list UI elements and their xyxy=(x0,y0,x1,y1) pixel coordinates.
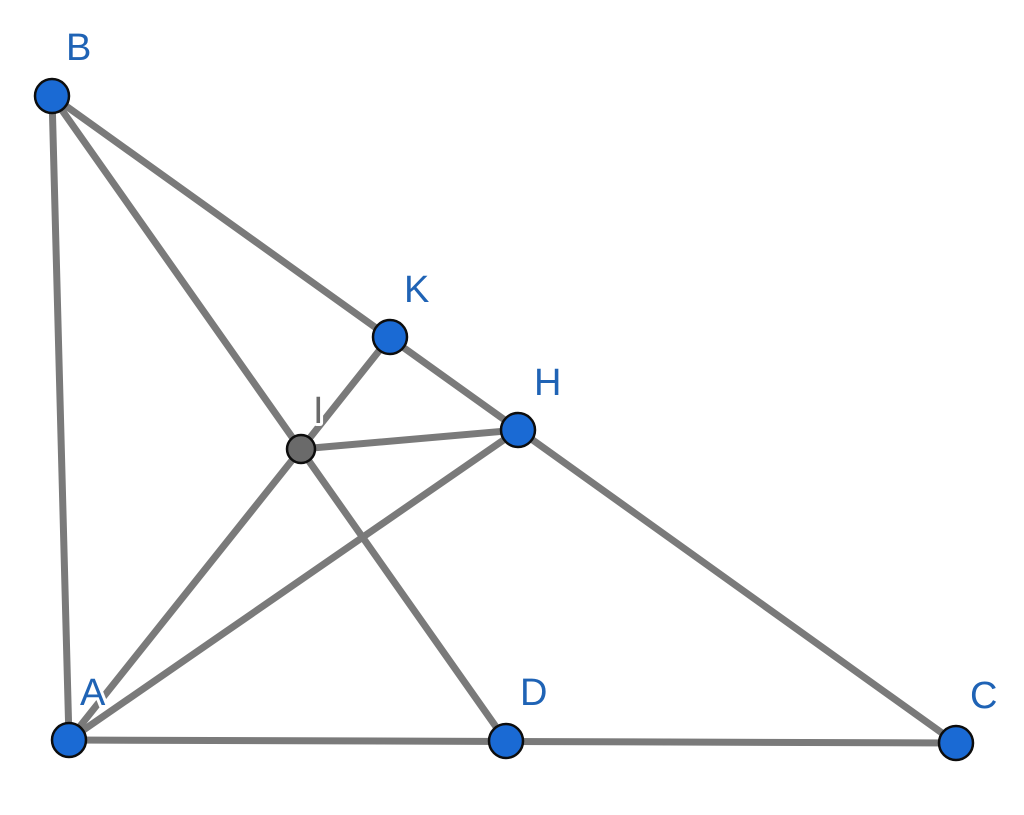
segment-BD xyxy=(48,92,510,745)
point-H xyxy=(499,411,537,449)
label-H: H xyxy=(534,362,561,404)
label-K: K xyxy=(404,269,429,311)
label-A: A xyxy=(80,672,106,714)
label-C: C xyxy=(970,675,997,717)
point-B xyxy=(33,77,71,115)
points-layer xyxy=(33,77,975,762)
segment-AI xyxy=(65,445,305,744)
segment-AH xyxy=(65,426,522,744)
labels-layer: B K H I A D C xyxy=(66,27,997,717)
label-D: D xyxy=(520,672,547,714)
segment-IK xyxy=(297,333,394,453)
point-I xyxy=(285,433,317,465)
point-K xyxy=(371,318,409,356)
label-I: I xyxy=(313,390,324,432)
point-C xyxy=(937,724,975,762)
point-D xyxy=(487,722,525,760)
segment-AB xyxy=(48,92,73,744)
point-A xyxy=(50,721,88,759)
segment-IH xyxy=(297,426,522,453)
label-B: B xyxy=(66,27,91,69)
